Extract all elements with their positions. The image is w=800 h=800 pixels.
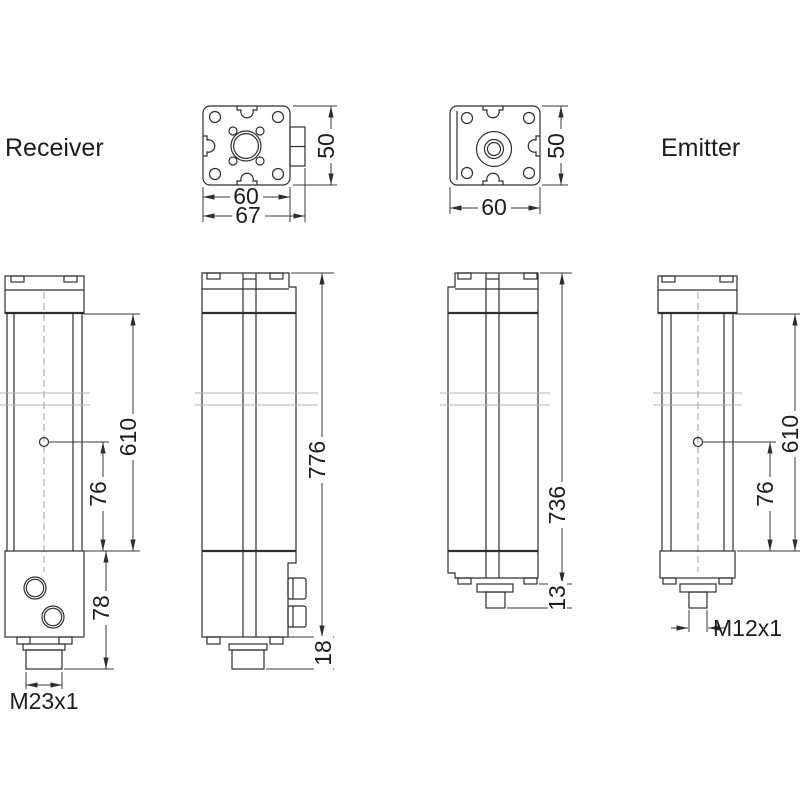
mounting-tab <box>523 272 538 280</box>
dim-total-height-776: 776 <box>304 441 330 479</box>
m12-socket-side <box>287 577 307 600</box>
slot-notch <box>236 172 258 185</box>
fixing-hole-icon <box>228 156 238 166</box>
screw-hole-icon <box>522 111 536 125</box>
slot-notch <box>482 172 504 185</box>
receiver-top-view <box>202 105 306 186</box>
emitter-top-view-dimensions: 50 60 <box>449 105 569 220</box>
mounting-tab <box>457 272 472 280</box>
fixing-hole-icon <box>255 126 265 136</box>
dim-end-cap-78: 78 <box>88 595 114 621</box>
receiver-front-dimensions: 610 76 78 M23x1 <box>9 313 141 714</box>
dim-field-height-610: 610 <box>115 418 141 456</box>
dim-width-60: 60 <box>233 183 259 209</box>
receiver-top-view-dimensions: 50 60 67 <box>202 105 339 228</box>
emitter-side-dimensions: 736 13 <box>507 272 572 615</box>
bottom-end-cap <box>659 550 736 579</box>
m12-connector-collar <box>679 583 717 593</box>
dim-connector-18: 18 <box>310 640 336 666</box>
m23-connector-pins <box>236 136 257 157</box>
receiver-side-outline <box>201 272 297 638</box>
emitter-top-view <box>449 105 541 186</box>
m12-connector <box>688 591 708 609</box>
dim-hole-offset-76: 76 <box>752 481 778 507</box>
mounting-tab <box>58 636 73 645</box>
mounting-tab <box>719 275 734 283</box>
emitter-front-view <box>653 275 742 609</box>
emitter-side-view <box>440 272 550 609</box>
slot-notch <box>203 135 216 157</box>
mounting-tab <box>206 272 221 280</box>
dim-width-60: 60 <box>481 194 507 220</box>
screw-hole-icon <box>208 167 222 181</box>
m12-connector <box>485 591 506 609</box>
dim-depth-50: 50 <box>543 133 569 159</box>
dim-depth-50: 50 <box>313 133 339 159</box>
m23-connector-collar <box>228 643 268 651</box>
fixing-hole-icon <box>228 126 238 136</box>
m12-socket-side <box>287 605 307 628</box>
m23-connector <box>25 649 63 670</box>
emitter-label: Emitter <box>661 134 740 162</box>
screw-hole-icon <box>460 111 474 125</box>
mounting-tab <box>10 275 25 283</box>
mounting-tab <box>523 577 538 585</box>
mounting-tab <box>206 636 221 645</box>
m23-thread-callout: M23x1 <box>9 688 78 714</box>
m12-connector-collar <box>476 583 514 593</box>
dim-field-height-610: 610 <box>777 415 800 453</box>
mounting-tab <box>63 275 78 283</box>
emitter-top-body <box>449 105 541 186</box>
fixing-hole-icon <box>255 156 265 166</box>
m23-connector-face <box>230 130 262 162</box>
screw-hole-icon <box>271 167 285 181</box>
slot-notch <box>527 135 540 157</box>
screw-hole-icon <box>271 110 285 124</box>
m12-thread-callout: M12x1 <box>713 615 782 641</box>
dim-connector-13: 13 <box>544 585 570 611</box>
mounting-tab <box>457 577 472 585</box>
screw-hole-icon <box>460 166 474 180</box>
screw-hole-icon <box>208 110 222 124</box>
emitter-front-dimensions: 610 76 M12x1 <box>671 313 800 641</box>
bottom-end-cap <box>4 550 85 638</box>
m12-socket <box>23 576 47 600</box>
mounting-tab <box>662 577 677 585</box>
dim-total-height-736: 736 <box>544 486 570 524</box>
mounting-tab <box>661 275 676 283</box>
mounting-tab <box>269 636 284 645</box>
slot-notch <box>236 106 258 119</box>
receiver-label: Receiver <box>5 134 104 162</box>
m12-connector-pins <box>491 146 498 153</box>
m12-socket <box>41 605 65 629</box>
receiver-side-view <box>195 272 318 670</box>
mounting-tab <box>718 577 733 585</box>
mounting-tab <box>269 272 284 280</box>
mounting-tab <box>16 636 31 645</box>
receiver-side-dimensions: 776 18 <box>266 272 336 670</box>
screw-hole-icon <box>522 166 536 180</box>
slot-notch <box>482 106 504 119</box>
m23-connector <box>231 649 265 670</box>
receiver-front-view <box>0 275 90 670</box>
m23-connector-collar <box>22 643 66 651</box>
m12-connector-boss <box>475 130 513 168</box>
dim-hole-offset-76: 76 <box>85 481 111 507</box>
emitter-side-outline <box>447 272 539 579</box>
dim-total-width-67: 67 <box>235 202 261 228</box>
